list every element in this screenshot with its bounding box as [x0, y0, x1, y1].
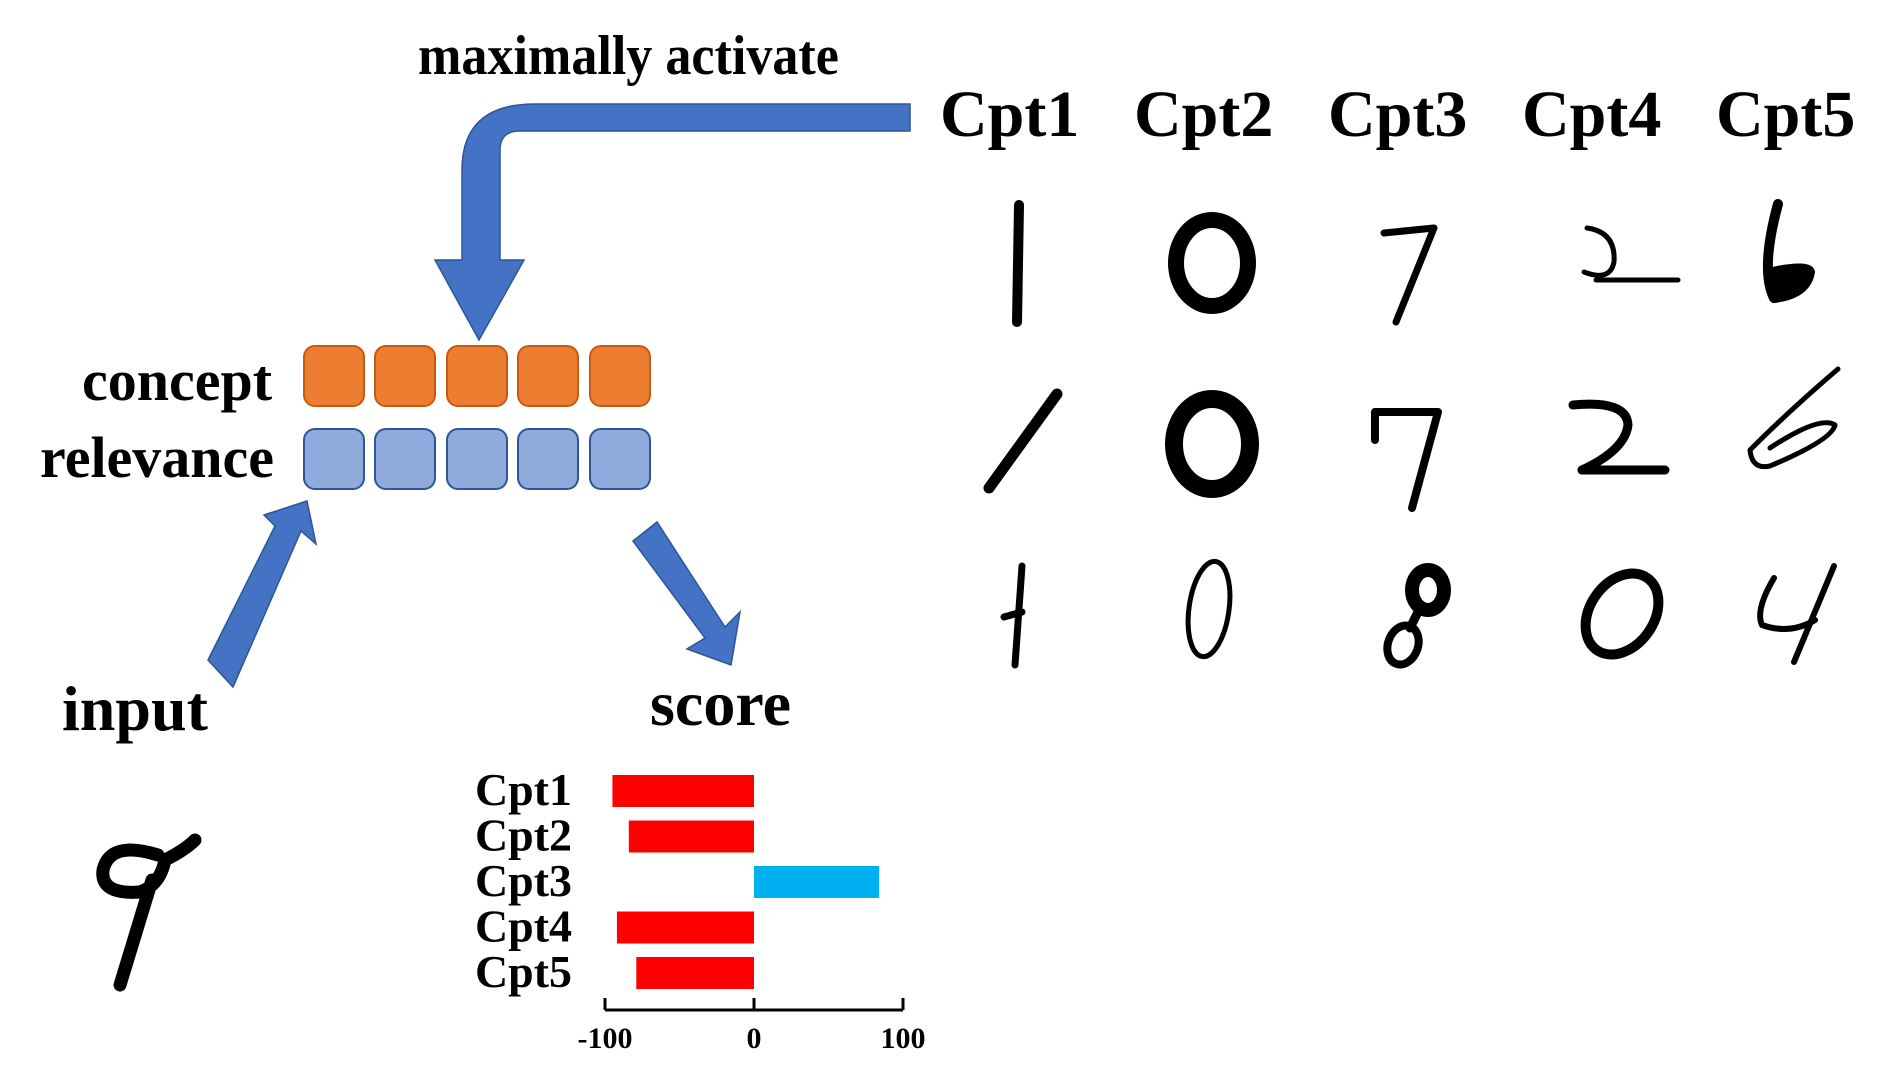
- score-arrow: [631, 520, 742, 667]
- bar-cpt3: [754, 866, 880, 898]
- prototype-image-r1-c1: [1012, 200, 1024, 327]
- bar-cpt2: [628, 820, 754, 853]
- relevance-unit-1: [303, 428, 365, 490]
- concept-unit-3: [446, 345, 508, 407]
- prototype-image-r3-c2: [1185, 558, 1233, 660]
- bar-label-cpt1: Cpt1: [475, 764, 572, 815]
- relevance-unit-2: [374, 428, 436, 490]
- relevance-unit-4: [517, 428, 579, 490]
- score-label: score: [650, 668, 791, 739]
- concept-header-2: Cpt2: [1134, 78, 1274, 151]
- prototype-image-r2-c3: [1371, 408, 1442, 512]
- bar-label-cpt5: Cpt5: [475, 946, 572, 997]
- prototype-image-r1-c2: [1168, 212, 1256, 314]
- bar-label-cpt3: Cpt3: [475, 855, 572, 906]
- prototype-image-r3-c1: [1000, 562, 1026, 669]
- prototype-image-r3-c4: [1580, 568, 1664, 660]
- bar-cpt1: [612, 775, 754, 807]
- x-tick-label--100: -100: [578, 1022, 633, 1055]
- bar-cpt5: [636, 957, 754, 989]
- concept-unit-1: [303, 345, 365, 407]
- relevance-unit-5: [589, 428, 651, 490]
- concept-header-4: Cpt4: [1522, 78, 1662, 151]
- concept-unit-4: [517, 345, 579, 407]
- prototype-image-r2-c2: [1165, 390, 1259, 498]
- prototype-image-r2-c1: [983, 388, 1063, 494]
- relevance-layer-label: relevance: [40, 425, 275, 490]
- bar-label-cpt2: Cpt2: [475, 810, 572, 861]
- input-arrow: [207, 500, 318, 689]
- prototype-image-r1-c3: [1380, 224, 1438, 326]
- bar-cpt4: [616, 911, 754, 944]
- x-tick-label-100: 100: [881, 1022, 926, 1055]
- x-tick-label-0: 0: [747, 1022, 762, 1055]
- prototype-image-r2-c5: [1747, 366, 1841, 470]
- concept-header-3: Cpt3: [1328, 78, 1468, 151]
- concept-layer-label: concept: [82, 348, 273, 413]
- input-image: [96, 833, 202, 992]
- concept-unit-2: [374, 345, 436, 407]
- concept-unit-5: [589, 345, 651, 407]
- prototype-image-r1-c4: [1581, 225, 1681, 283]
- prototype-image-r2-c4: [1568, 399, 1670, 475]
- concept-header-1: Cpt1: [940, 78, 1080, 151]
- maximally-activate-arrow: [433, 103, 911, 342]
- maximally-activate-label: maximally activate: [418, 25, 839, 87]
- prototype-image-r3-c3: [1383, 563, 1451, 669]
- prototype-image-r3-c5: [1757, 563, 1837, 665]
- concept-header-5: Cpt5: [1716, 78, 1856, 151]
- bar-label-cpt4: Cpt4: [475, 901, 572, 952]
- prototype-image-r1-c5: [1762, 199, 1815, 303]
- relevance-unit-3: [446, 428, 508, 490]
- input-label: input: [62, 673, 208, 744]
